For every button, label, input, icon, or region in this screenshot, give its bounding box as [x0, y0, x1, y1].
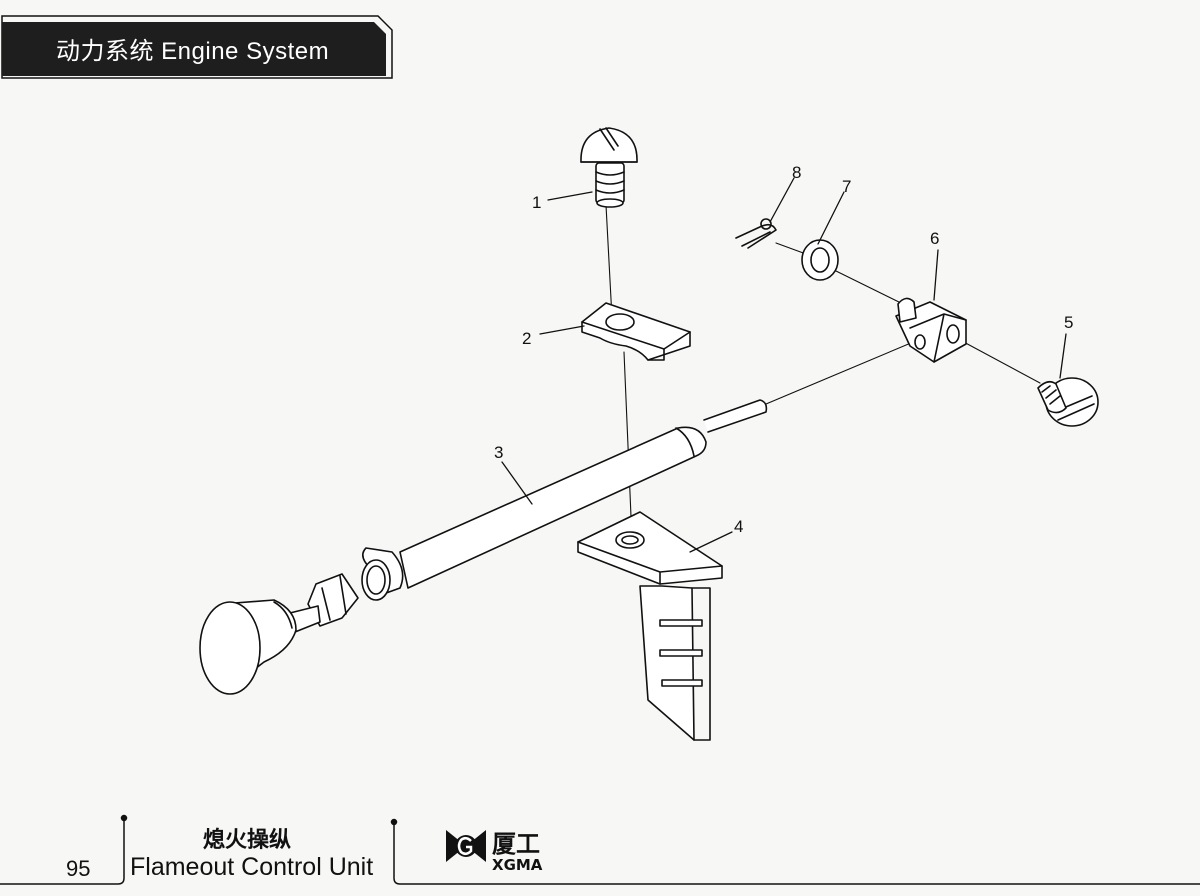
footer-title-zh: 熄火操纵 [203, 828, 292, 853]
callout-leaders [501, 177, 1067, 553]
part-5-screw [1037, 377, 1099, 427]
callout-5: 5 [1064, 313, 1073, 332]
page-number: 95 [66, 856, 91, 881]
assembly-guide-lines [605, 204, 1041, 541]
part-2-clamp [581, 302, 691, 361]
section-header-shape [1, 15, 393, 79]
callout-4: 4 [734, 517, 743, 536]
section-title: 动力系统 Engine System [56, 38, 330, 65]
xgma-logo-icon [446, 830, 486, 862]
part-6-swivel-block [895, 297, 967, 363]
part-3-control-cable [199, 399, 768, 695]
footer-rules [0, 814, 1200, 885]
part-7-washer [801, 239, 839, 281]
part-1-screw [580, 127, 638, 208]
callout-2: 2 [522, 329, 531, 348]
part-8-cotter-pin [735, 218, 777, 249]
logo-name-en: XGMA [492, 856, 543, 874]
callout-7: 7 [842, 177, 851, 196]
callout-3: 3 [494, 443, 503, 462]
callout-6: 6 [930, 229, 939, 248]
callout-1: 1 [532, 193, 541, 212]
logo-name-zh: 厦工 [492, 830, 540, 858]
section-header: 动力系统 Engine System [0, 14, 395, 80]
part-4-mount-bracket [577, 511, 723, 741]
callout-8: 8 [792, 163, 801, 182]
footer-title-en: Flameout Control Unit [130, 853, 374, 881]
